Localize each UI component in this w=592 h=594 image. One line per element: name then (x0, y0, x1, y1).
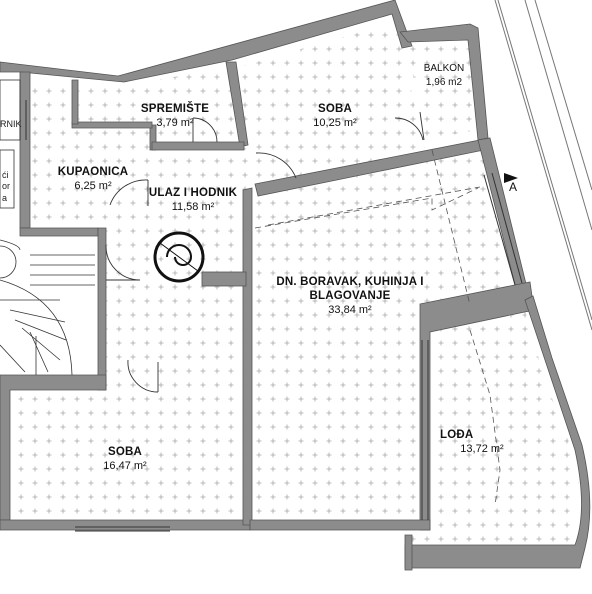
room-spremiste-label: SPREMIŠTE 3,79 m² (132, 102, 218, 130)
floor-areas (8, 22, 580, 565)
section-mark-label: A (509, 180, 518, 194)
left-fragment-mid1: ći (2, 170, 9, 180)
room-ulaz-label: ULAZ I HODNIK 11,58 m² (138, 186, 248, 214)
room-area: 10,25 m² (313, 117, 357, 129)
left-fragment-mid3: a (2, 193, 8, 203)
room-area: 13,72 m² (460, 443, 504, 455)
room-area: 1,96 m2 (425, 77, 463, 88)
room-name: BALKON (423, 63, 465, 74)
left-fragment-mid2: or (2, 181, 11, 191)
room-name: SOBA (317, 103, 353, 115)
exterior-lines (494, 0, 592, 331)
left-utility (0, 79, 21, 209)
windows (19, 100, 523, 532)
room-name: LOĐA (440, 429, 474, 441)
room-name-line2: BLAGOVANJE (309, 290, 391, 302)
room-soba-top-label: SOBA 10,25 m² (290, 102, 380, 130)
room-area: 6,25 m² (74, 180, 112, 192)
room-boravak-label: DN. BORAVAK, KUHINJA I BLAGOVANJE 33,84 … (262, 275, 438, 317)
room-name: SOBA (107, 446, 143, 458)
door-swings (105, 111, 425, 393)
left-staircase (0, 239, 95, 376)
room-balkon-label: BALKON 1,96 m2 (414, 62, 474, 90)
room-soba-bottom-label: SOBA 16,47 m² (80, 445, 170, 473)
room-area: 3,79 m² (156, 117, 194, 129)
room-area: 11,58 m² (171, 201, 215, 213)
room-name: SPREMIŠTE (140, 103, 210, 115)
room-name: KUPAONICA (57, 166, 129, 178)
left-fragment-top: RNIK (0, 119, 22, 129)
room-kupaonica-label: KUPAONICA 6,25 m² (46, 165, 140, 193)
room-area: 33,84 m² (328, 304, 372, 316)
room-area: 16,47 m² (103, 460, 147, 472)
spiral-stair-icon (153, 231, 205, 283)
room-name-line1: DN. BORAVAK, KUHINJA I (276, 276, 424, 288)
dashed-lines (254, 149, 501, 506)
room-name: ULAZ I HODNIK (148, 187, 238, 199)
walls (0, 0, 591, 571)
room-loda-label: LOĐA 13,72 m² (440, 428, 524, 456)
section-arrow-icon (504, 173, 518, 183)
